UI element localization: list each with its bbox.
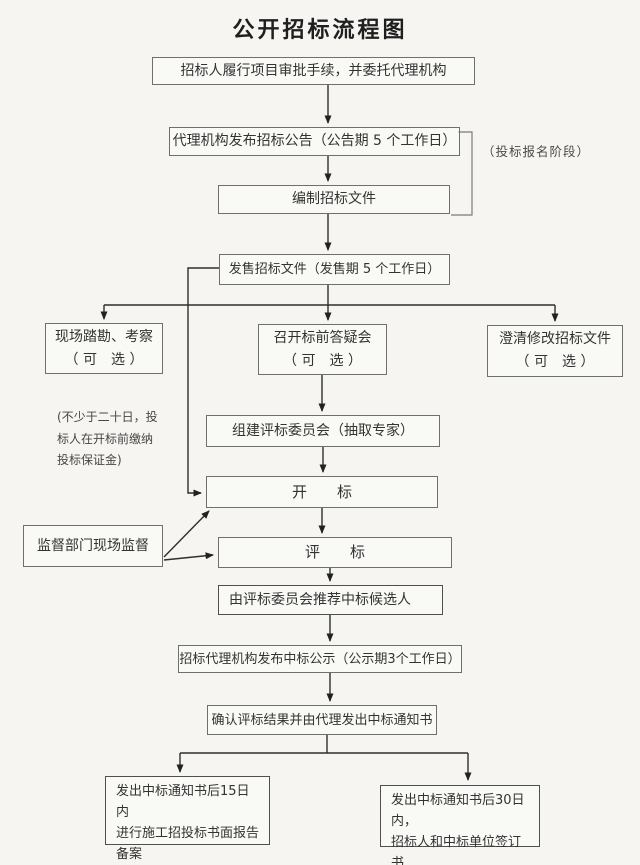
node-confirm-notice: 确认评标结果并由代理发出中标通知书 — [207, 705, 437, 735]
node-report-15days: 发出中标通知书后15日内 进行施工招投标书面报告 备案 — [105, 776, 270, 862]
node-bid-opening: 开 标 — [206, 476, 438, 508]
phase-label: （投标报名阶段） — [482, 144, 591, 159]
deposit-note: (不少于二十日，投 标人在开标前缴纳 投标保证金) — [57, 410, 158, 467]
page-title: 公开招标流程图 — [232, 18, 408, 43]
node-contract-30days: 发出中标通知书后30日内， 招标人和中标单位签订书 面合同 — [380, 785, 540, 865]
node-supervision: 监督部门现场监督 — [23, 525, 163, 567]
node-sell-docs: 发售招标文件（发售期 5 个工作日） — [219, 254, 450, 285]
node-committee: 组建评标委员会（抽取专家） — [206, 415, 440, 447]
node-bid-evaluation: 评 标 — [218, 537, 452, 568]
node-qa-meeting: 召开标前答疑会 （ 可 选 ） — [258, 324, 387, 375]
node-announcement: 代理机构发布招标公告（公告期 5 个工作日） — [169, 127, 460, 156]
node-approval: 招标人履行项目审批手续，并委托代理机构 — [152, 57, 475, 85]
node-prepare-docs: 编制招标文件 — [218, 185, 450, 214]
node-publicity: 招标代理机构发布中标公示（公示期3个工作日） — [178, 645, 462, 673]
node-site-visit: 现场踏勘、考察 （ 可 选 ） — [45, 323, 163, 374]
node-clarify-docs: 澄清修改招标文件 （ 可 选 ） — [487, 325, 623, 377]
node-recommend: 由评标委员会推荐中标候选人 — [218, 585, 443, 615]
